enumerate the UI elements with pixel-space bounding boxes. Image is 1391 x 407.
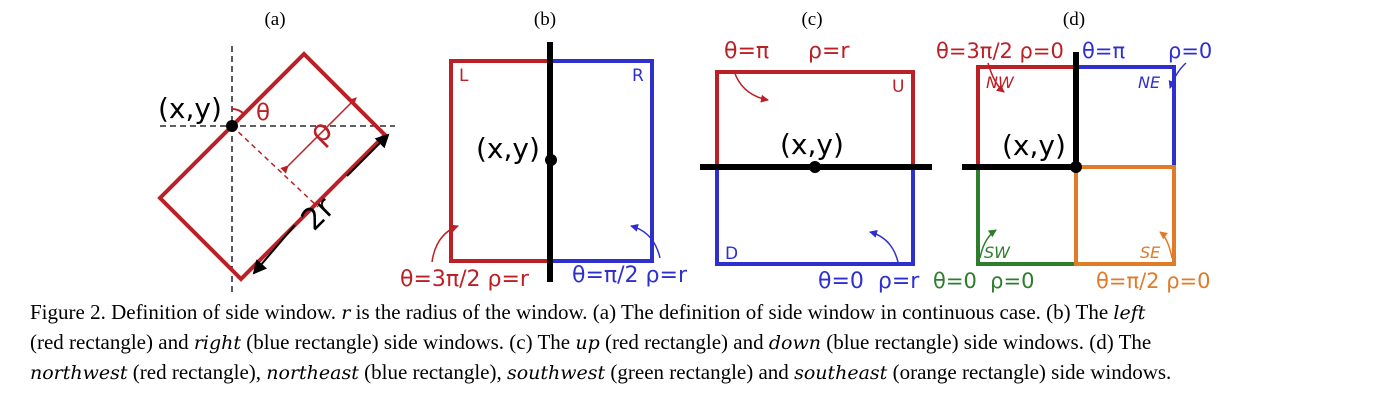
panel-d-label: (d): [1063, 9, 1085, 30]
point-label: (x,y): [158, 92, 222, 125]
theta-arc: [231, 108, 245, 115]
caption-text: (red rectangle) and: [599, 330, 769, 354]
rho-arrow: [280, 97, 357, 174]
caption-line-1: Figure 2. Definition of side window. r i…: [30, 298, 1365, 328]
center-point: [226, 120, 238, 132]
caption-math-southwest: southwest: [506, 362, 606, 384]
caption-text: (green rectangle) and: [605, 360, 795, 384]
caption-text: (red rectangle) and: [30, 330, 194, 354]
point-label: (x,y): [1002, 129, 1066, 162]
caption-math-left: left: [1113, 302, 1146, 324]
southeast-window-params: θ=π/2 ρ=0: [1096, 269, 1211, 293]
right-window-params: θ=π/2 ρ=r: [572, 263, 688, 288]
caption-math-northwest: northwest: [30, 362, 128, 384]
panel-b-label: (b): [534, 9, 556, 30]
center-point: [545, 154, 557, 166]
up-param-arrow: [733, 70, 769, 103]
northwest-param-arrow: [987, 62, 1005, 93]
caption-math-up: up: [575, 332, 600, 354]
caption-text: (blue rectangle) side windows. (c) The: [241, 330, 576, 354]
point-label: (x,y): [780, 128, 844, 161]
caption-text: (blue rectangle) side windows. (d) The: [820, 330, 1152, 354]
left-window-params: θ=3π/2 ρ=r: [400, 267, 530, 292]
northeast-window-theta: θ=π: [1082, 39, 1125, 63]
southeast-param-arrow: [1159, 231, 1173, 259]
side-window-rectangle: [157, 51, 388, 282]
up-window-rho: ρ=r: [808, 39, 850, 64]
southwest-param-arrow: [979, 229, 997, 259]
northeast-window-rho: ρ=0: [1168, 39, 1212, 63]
caption-text: Figure 2. Definition of side window.: [30, 300, 342, 324]
center-point: [1070, 161, 1082, 173]
up-window-tag: U: [892, 77, 904, 97]
southwest-window-params: θ=0 ρ=0: [933, 269, 1034, 293]
side-window-figure: (a) (x,y) θ ρ 2r (b) (x,y) L R θ=3π/2 ρ=…: [157, 9, 1212, 294]
northwest-window-params: θ=3π/2 ρ=0: [936, 39, 1064, 63]
panel-c-label: (c): [801, 9, 822, 30]
theta-label: θ: [256, 100, 270, 126]
rho-label: ρ: [301, 113, 339, 151]
northeast-window-tag: NE: [1138, 73, 1161, 92]
down-window-tag: D: [725, 244, 738, 264]
northeast-param-arrow: [1168, 62, 1187, 89]
panel-b: (b) (x,y) L R θ=3π/2 ρ=r θ=π/2 ρ=r: [400, 9, 688, 292]
up-window-theta: θ=π: [724, 39, 769, 64]
caption-text: (orange rectangle) side windows.: [887, 360, 1172, 384]
caption-math-right: right: [193, 332, 242, 354]
panel-d: (d) (x,y) NW NE SW SE θ=3π/2 ρ=0 θ=π ρ=0…: [933, 9, 1212, 293]
panel-a-label: (a): [264, 9, 285, 30]
right-param-arrow: [630, 223, 661, 259]
radius-arrow-upper: [346, 133, 390, 177]
caption-math-southeast: southeast: [794, 362, 888, 384]
left-window-tag: L: [459, 66, 469, 86]
caption-text: (red rectangle),: [127, 360, 267, 384]
caption-text: is the radius of the window. (a) The def…: [350, 300, 1114, 324]
right-window-tag: R: [632, 66, 644, 86]
panel-c: (c) (x,y) U D θ=π ρ=r θ=0 ρ=r: [700, 9, 932, 294]
center-point: [809, 161, 821, 173]
southwest-window-tag: SW: [984, 243, 1011, 262]
down-window-params: θ=0 ρ=r: [818, 269, 920, 294]
radius-label: 2r: [295, 190, 342, 237]
right-window-rectangle: [548, 59, 654, 263]
rho-guide-line: [231, 125, 319, 208]
panel-a: (a) (x,y) θ ρ 2r: [157, 9, 395, 294]
caption-line-2: (red rectangle) and right (blue rectangl…: [30, 328, 1365, 358]
caption-text: (blue rectangle),: [358, 360, 507, 384]
southeast-window-tag: SE: [1140, 243, 1161, 262]
caption-math-northeast: northeast: [266, 362, 359, 384]
caption-math-down: down: [768, 332, 821, 354]
point-label: (x,y): [476, 132, 540, 165]
caption-line-3: northwest (red rectangle), northeast (bl…: [30, 358, 1365, 388]
caption-math-r: r: [341, 302, 351, 324]
figure-caption: Figure 2. Definition of side window. r i…: [30, 298, 1365, 388]
left-param-arrow: [431, 224, 459, 263]
southeast-window-rectangle: [1074, 165, 1176, 266]
down-param-arrow: [869, 229, 899, 263]
down-window-rectangle: [715, 165, 915, 266]
radius-arrow-lower: [252, 224, 296, 275]
